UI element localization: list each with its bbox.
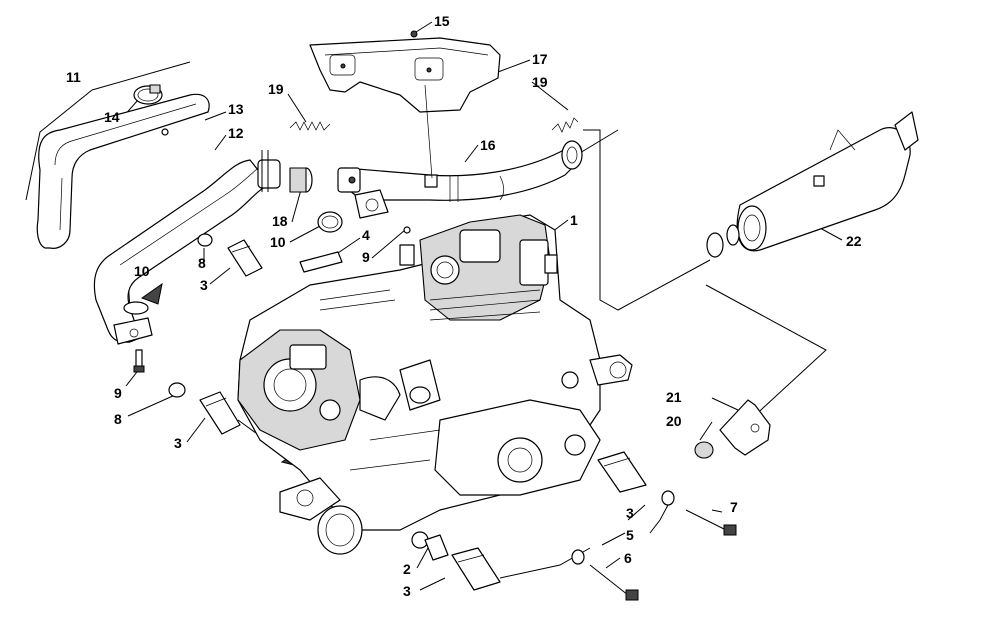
gasket-ring-part-10 [123, 211, 343, 315]
callout-18: 18 [272, 213, 288, 229]
callout-15: 15 [434, 13, 450, 29]
callout-10: 10 [134, 263, 150, 279]
bolt-part-9 [133, 349, 145, 373]
callout-9: 9 [362, 249, 370, 265]
callout-9: 9 [114, 385, 122, 401]
spacer-part-2 [424, 534, 449, 561]
callout-3: 3 [403, 583, 411, 599]
upper-heat-shield-part-17 [309, 37, 501, 179]
callout-11: 11 [66, 69, 81, 85]
callout-5: 5 [626, 527, 634, 543]
bolt-part-7 [685, 509, 737, 536]
callout-labels: 1 2 3 3 3 3 4 5 6 7 8 8 9 9 10 10 11 12 … [66, 13, 862, 599]
callout-17: 17 [532, 51, 548, 67]
screw-part-9 [403, 226, 411, 234]
callout-12: 12 [228, 125, 244, 141]
callout-13: 13 [228, 101, 244, 117]
bolt-part-6 [589, 564, 639, 601]
muffler-part-22 [706, 111, 919, 258]
callout-4: 4 [362, 227, 370, 243]
callout-16: 16 [480, 137, 496, 153]
callout-7: 7 [730, 499, 738, 515]
callout-2: 2 [403, 561, 411, 577]
arrow-marker-icon [140, 282, 163, 305]
heat-shield-part-11 [36, 93, 210, 249]
callout-19: 19 [268, 81, 284, 97]
callout-3: 3 [200, 277, 208, 293]
callout-19: 19 [532, 74, 548, 90]
washer-part-5 [571, 490, 675, 565]
callout-14: 14 [104, 109, 120, 125]
callout-20: 20 [666, 413, 682, 429]
header-pipe-part-12 [93, 150, 281, 345]
callout-6: 6 [624, 550, 632, 566]
sleeve-part-18 [289, 167, 313, 193]
rear-header-part-16 [337, 140, 583, 219]
decal-part-4 [299, 251, 343, 273]
spring-part-19 [289, 117, 579, 133]
callout-3: 3 [174, 435, 182, 451]
leader-lines [25, 21, 843, 591]
callout-10: 10 [270, 234, 286, 250]
washer-part-8 [168, 233, 213, 398]
callout-8: 8 [114, 411, 122, 427]
bracket-part-21 [719, 399, 771, 456]
callout-8: 8 [198, 255, 206, 271]
callout-21: 21 [666, 389, 682, 405]
callout-22: 22 [846, 233, 862, 249]
mount-part-3 [199, 239, 647, 591]
screw-part-15 [410, 30, 418, 38]
engine-part-1 [237, 214, 633, 555]
grommet-part-20 [694, 441, 714, 459]
callout-1: 1 [570, 212, 578, 228]
callout-3: 3 [626, 505, 634, 521]
clamp-part-14 [133, 84, 163, 105]
